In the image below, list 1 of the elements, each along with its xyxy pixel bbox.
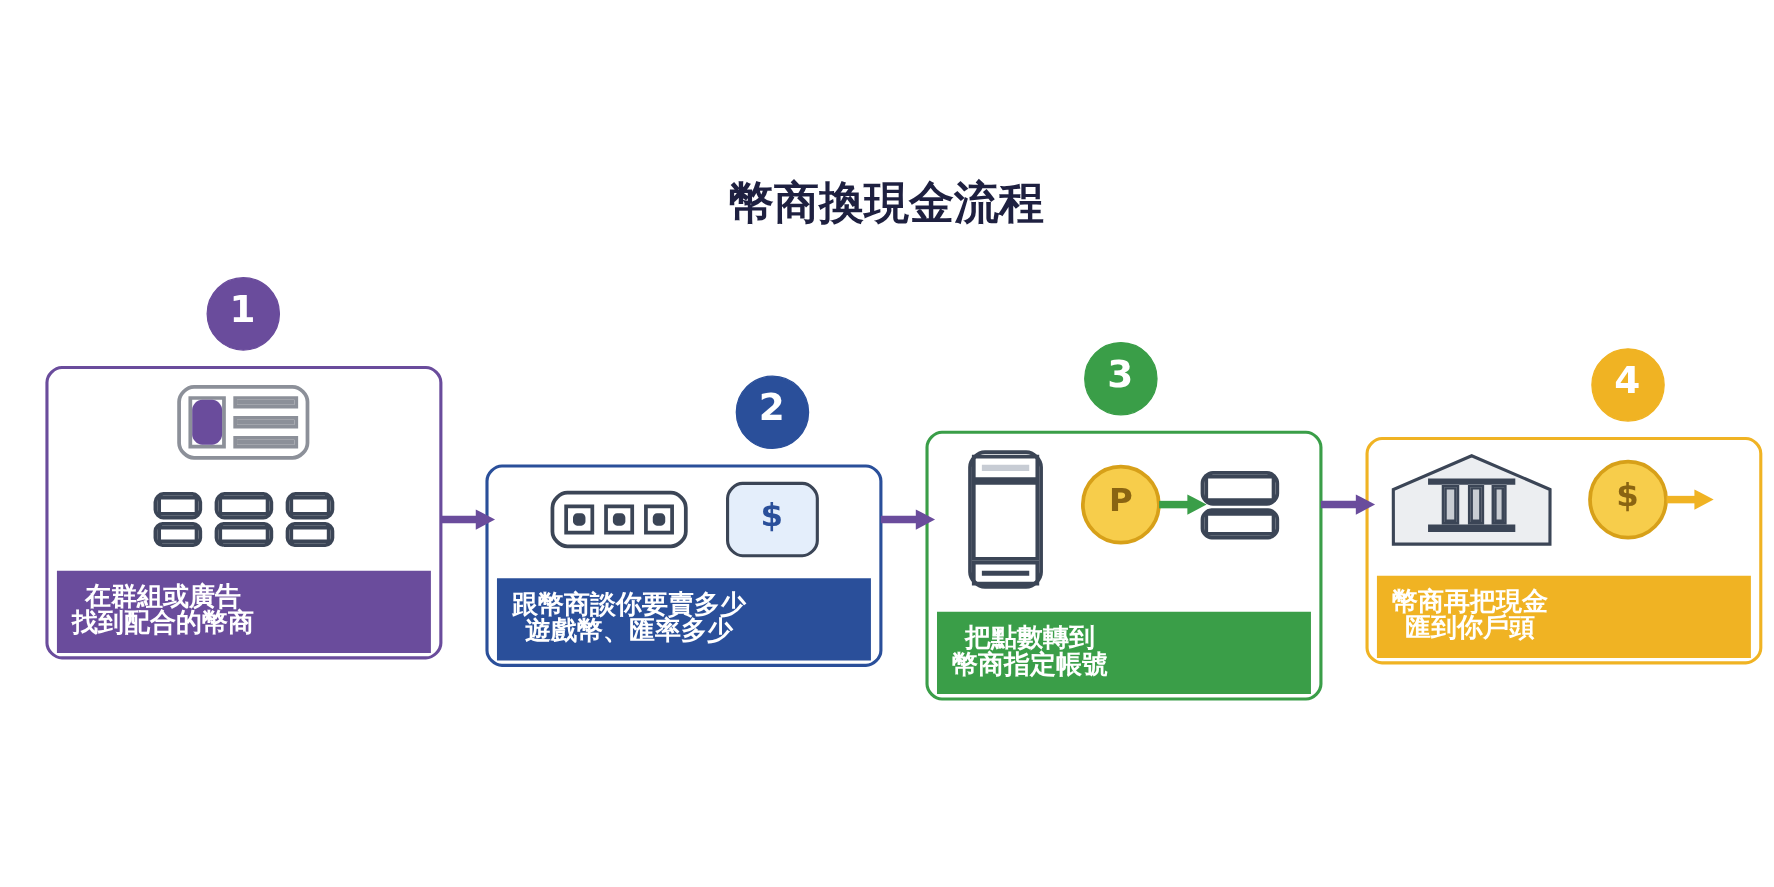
diagram-title: 幣商換現金流程 bbox=[729, 175, 1045, 229]
